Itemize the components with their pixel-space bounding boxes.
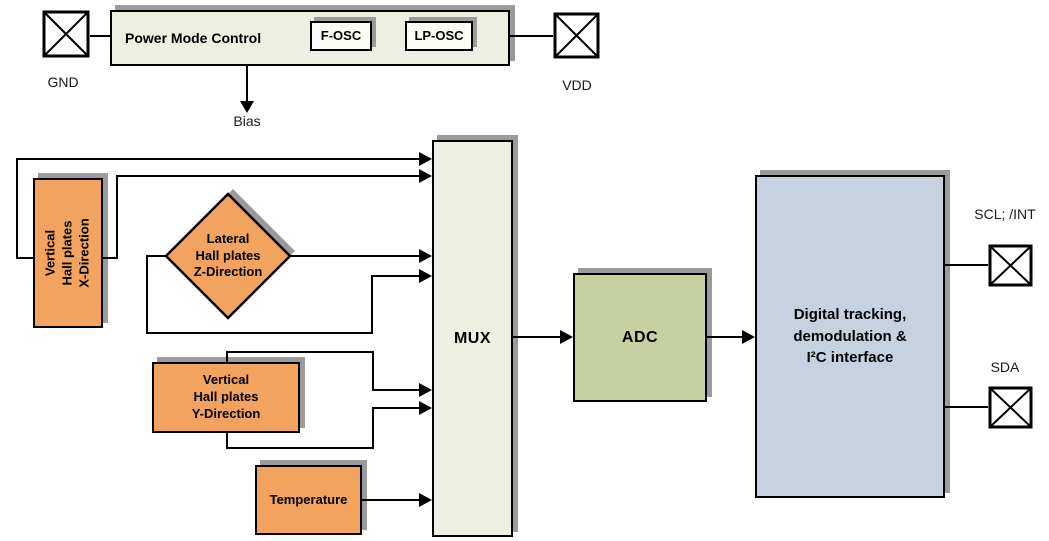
wire: [226, 351, 374, 353]
wire: [226, 351, 228, 363]
wire-mux-in-5: [372, 389, 420, 391]
arrowhead-icon: [419, 152, 432, 166]
wire-mux-in-2: [116, 175, 420, 177]
bias-arrowhead-icon: [240, 101, 254, 113]
hall-x-label: Vertical Hall plates X-Direction: [42, 218, 92, 288]
lposc-label: LP-OSC: [414, 27, 464, 43]
lposc-block: LP-OSC: [405, 21, 473, 51]
adc-block: ADC: [573, 273, 707, 402]
adc-label: ADC: [621, 328, 659, 346]
wire: [146, 255, 167, 257]
gnd-label: GND: [47, 74, 79, 90]
wire: [146, 255, 148, 334]
arrowhead-icon: [560, 330, 573, 344]
wire: [226, 447, 374, 449]
wire: [372, 407, 374, 449]
sda-pad-icon: [988, 386, 1033, 429]
wire-bias: [246, 66, 248, 102]
wire: [372, 351, 374, 391]
wire-digital-sda: [945, 406, 988, 408]
mux-block: MUX: [432, 140, 513, 537]
scl-label: SCL; /INT: [974, 206, 1036, 222]
hall-x-block: Vertical Hall plates X-Direction: [33, 178, 103, 328]
wire: [226, 432, 228, 449]
arrowhead-icon: [419, 401, 432, 415]
wire: [16, 257, 35, 259]
wire-mux-in-7: [362, 499, 420, 501]
wire: [16, 158, 18, 259]
wire-mux-in-3: [289, 255, 420, 257]
wire: [101, 257, 118, 259]
arrowhead-icon: [419, 169, 432, 183]
wire-power-vdd: [510, 35, 553, 37]
digital-block: Digital tracking, demodulation & I²C int…: [755, 175, 945, 498]
power-mode-control-label: Power Mode Control: [125, 30, 262, 46]
fosc-block: F-OSC: [310, 21, 372, 51]
wire: [371, 275, 373, 334]
fosc-label: F-OSC: [320, 27, 362, 43]
wire: [116, 175, 118, 259]
hall-z-block: Lateral Hall plates Z-Direction: [161, 189, 295, 323]
diamond-shape: [164, 189, 295, 320]
digital-label: Digital tracking, demodulation & I²C int…: [793, 305, 907, 367]
arrowhead-icon: [742, 330, 755, 344]
arrowhead-icon: [419, 493, 432, 507]
mux-label: MUX: [453, 329, 492, 347]
hall-z-label: Lateral Hall plates Z-Direction: [193, 230, 263, 280]
wire-gnd-power: [90, 35, 110, 37]
vdd-pad-icon: [553, 12, 600, 59]
wire-adc-digital: [707, 336, 743, 338]
wire-mux-in-1: [16, 158, 420, 160]
arrowhead-icon: [419, 269, 432, 283]
wire-mux-adc: [513, 336, 561, 338]
scl-pad-icon: [988, 244, 1033, 287]
hall-y-label: Vertical Hall plates Y-Direction: [191, 372, 261, 421]
sda-label: SDA: [990, 359, 1020, 375]
wire-digital-scl: [945, 264, 988, 266]
vdd-label: VDD: [562, 77, 592, 93]
wire-mux-in-4: [371, 275, 420, 277]
bias-label: Bias: [233, 113, 261, 129]
gnd-pad-icon: [42, 10, 90, 58]
arrowhead-icon: [419, 249, 432, 263]
wire-mux-in-6: [372, 407, 420, 409]
temperature-block: Temperature: [255, 465, 362, 535]
hall-y-block: Vertical Hall plates Y-Direction: [152, 362, 300, 433]
wire: [146, 332, 373, 334]
temperature-label: Temperature: [269, 491, 348, 507]
arrowhead-icon: [419, 383, 432, 397]
